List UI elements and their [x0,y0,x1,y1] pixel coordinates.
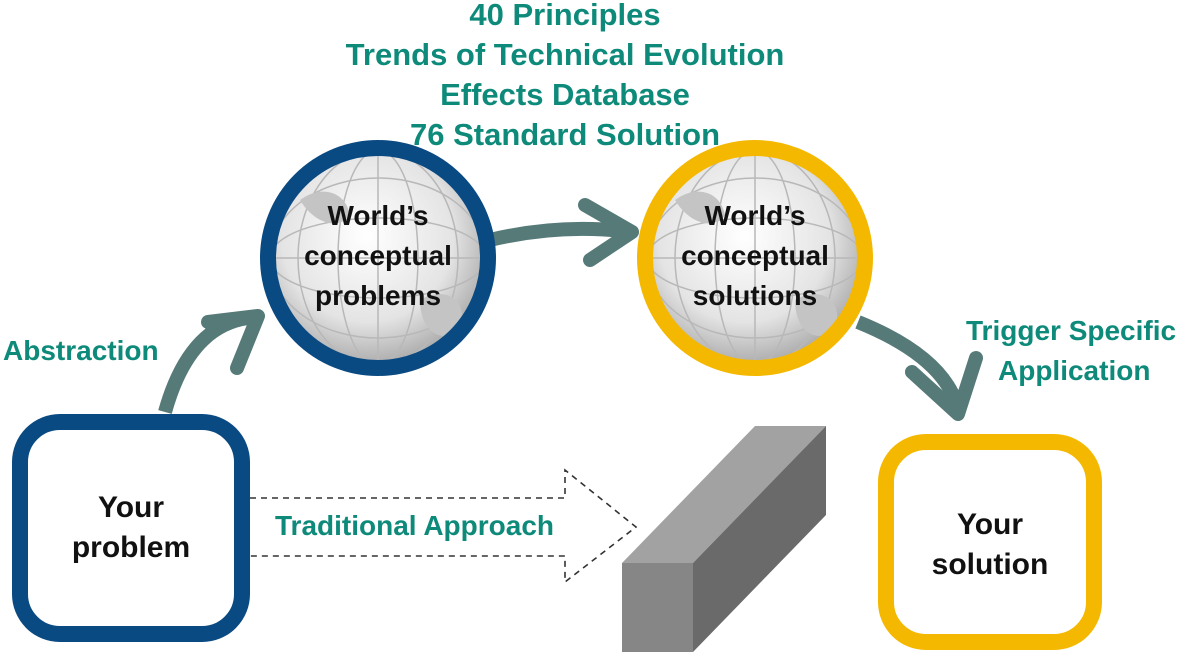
solution-globe-line2: conceptual [681,240,829,271]
your-solution-line1: Your [956,508,1024,541]
traditional-approach-label: Traditional Approach [275,510,554,541]
barrier-block [622,426,826,652]
problem-globe-line2: conceptual [304,240,452,271]
tool-76-standard-solution: 76 Standard Solution [409,117,721,152]
solution-globe-line1: World’s [704,200,806,231]
trigger-specific-label: Trigger Specific [966,315,1177,346]
abstraction-arrow [158,309,265,414]
your-problem-line1: Your [97,491,165,524]
application-label: Application [998,355,1151,386]
tool-effects-database: Effects Database [440,77,690,112]
your-problem-box [12,414,250,642]
concept-transfer-arrow [488,198,639,267]
tool-40-principles: 40 Principles [469,0,661,32]
your-solution-box [878,434,1102,650]
specific-application-arrow [855,315,983,421]
your-problem-label: Your problem [28,488,234,568]
problem-globe [260,140,496,376]
solution-globe [637,140,873,376]
traditional-approach-arrow [250,468,638,584]
problem-globe-line3: problems [314,280,442,311]
tool-trends-technical-evolution: Trends of Technical Evolution [345,37,785,72]
solution-globe-label: World’s conceptual solutions [665,196,845,316]
your-solution-line2: solution [931,548,1049,581]
problem-globe-label: World’s conceptual problems [288,196,468,316]
your-solution-label: Your solution [894,505,1086,585]
abstraction-label: Abstraction [3,335,159,366]
solution-globe-line3: solutions [692,280,818,311]
your-problem-line2: problem [71,531,191,564]
problem-globe-line1: World’s [327,200,429,231]
